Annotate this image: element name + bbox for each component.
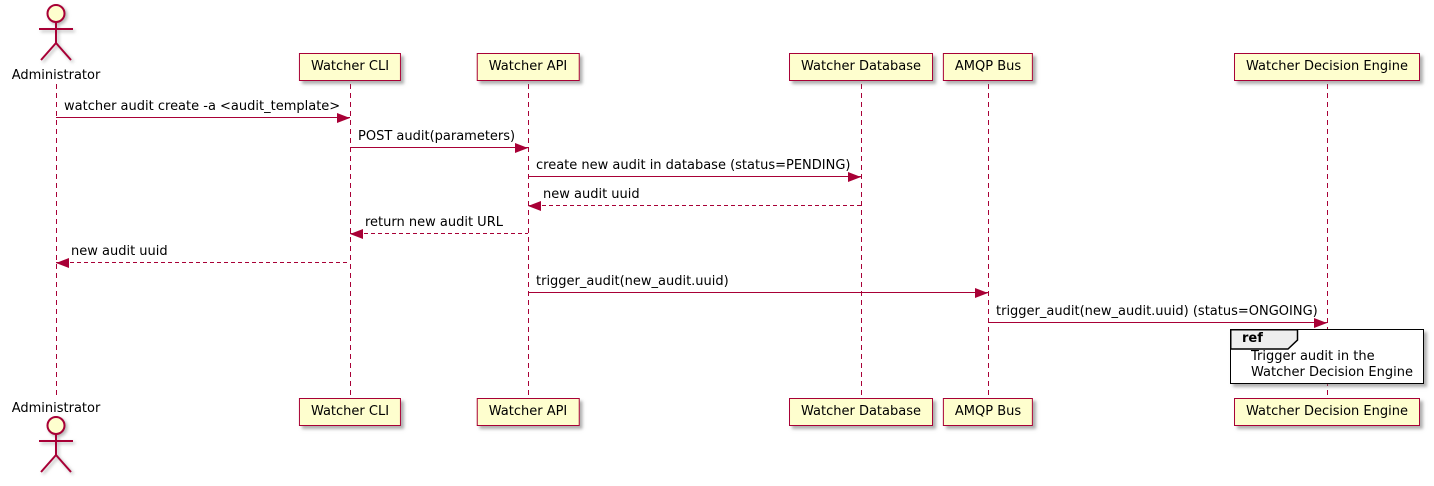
message-line-5 bbox=[350, 233, 528, 234]
lifeline-watcher-api bbox=[527, 84, 529, 398]
participant-box-watcher-api-top: Watcher API bbox=[476, 53, 580, 81]
message-label-8: trigger_audit(new_audit.uuid) (status=ON… bbox=[996, 304, 1318, 319]
message-line-2 bbox=[350, 147, 528, 148]
message-label-7: trigger_audit(new_audit.uuid) bbox=[536, 274, 729, 289]
message-arrowhead-5 bbox=[350, 228, 363, 239]
participant-box-amqp-bus-top: AMQP Bus bbox=[942, 53, 1034, 81]
participant-box-watcher-cli-top: Watcher CLI bbox=[298, 53, 402, 81]
participant-box-amqp-bus-bottom: AMQP Bus bbox=[942, 398, 1034, 426]
actor-icon-administrator-bottom bbox=[34, 416, 78, 478]
message-label-6: new audit uuid bbox=[71, 244, 168, 259]
message-line-6 bbox=[56, 262, 350, 263]
message-line-8 bbox=[988, 322, 1327, 323]
lifeline-administrator bbox=[55, 84, 57, 398]
message-arrowhead-6 bbox=[56, 257, 69, 268]
message-arrowhead-7 bbox=[975, 287, 988, 298]
message-label-5: return new audit URL bbox=[365, 215, 503, 230]
message-label-3: create new audit in database (status=PEN… bbox=[536, 158, 851, 173]
participant-box-watcher-decision-engine-top: Watcher Decision Engine bbox=[1234, 53, 1420, 81]
ref-text-line: Trigger audit in the bbox=[1251, 349, 1375, 364]
ref-body: Trigger audit in the Watcher Decision En… bbox=[1231, 349, 1423, 381]
ref-fragment: ref Trigger audit in the Watcher Decisio… bbox=[1229, 328, 1424, 384]
actor-label-administrator-bottom: Administrator bbox=[11, 401, 101, 416]
lifeline-watcher-cli bbox=[349, 84, 351, 398]
message-arrowhead-8 bbox=[1314, 317, 1327, 328]
message-arrowhead-2 bbox=[515, 142, 528, 153]
ref-text-line: Watcher Decision Engine bbox=[1251, 365, 1413, 380]
ref-header-pentagon bbox=[1229, 328, 1298, 350]
actor-label-administrator-top: Administrator bbox=[11, 68, 101, 83]
message-line-3 bbox=[528, 176, 861, 177]
participant-box-watcher-cli-bottom: Watcher CLI bbox=[298, 398, 402, 426]
message-arrowhead-1 bbox=[337, 112, 350, 123]
message-line-4 bbox=[528, 205, 861, 206]
lifeline-watcher-decision-engine bbox=[1326, 84, 1328, 398]
message-label-4: new audit uuid bbox=[543, 187, 640, 202]
ref-keyword: ref bbox=[1242, 331, 1263, 346]
message-line-1 bbox=[56, 117, 350, 118]
participant-box-watcher-database-bottom: Watcher Database bbox=[789, 398, 933, 426]
participant-box-watcher-database-top: Watcher Database bbox=[789, 53, 933, 81]
message-label-2: POST audit(parameters) bbox=[358, 129, 516, 144]
message-label-1: watcher audit create -a <audit_template> bbox=[64, 99, 341, 114]
message-arrowhead-4 bbox=[528, 200, 541, 211]
message-arrowhead-3 bbox=[848, 171, 861, 182]
participant-box-watcher-decision-engine-bottom: Watcher Decision Engine bbox=[1234, 398, 1420, 426]
lifeline-amqp-bus bbox=[987, 84, 989, 398]
lifeline-watcher-database bbox=[860, 84, 862, 398]
message-line-7 bbox=[528, 292, 988, 293]
participant-box-watcher-api-bottom: Watcher API bbox=[476, 398, 580, 426]
actor-icon-administrator-top bbox=[34, 4, 78, 66]
